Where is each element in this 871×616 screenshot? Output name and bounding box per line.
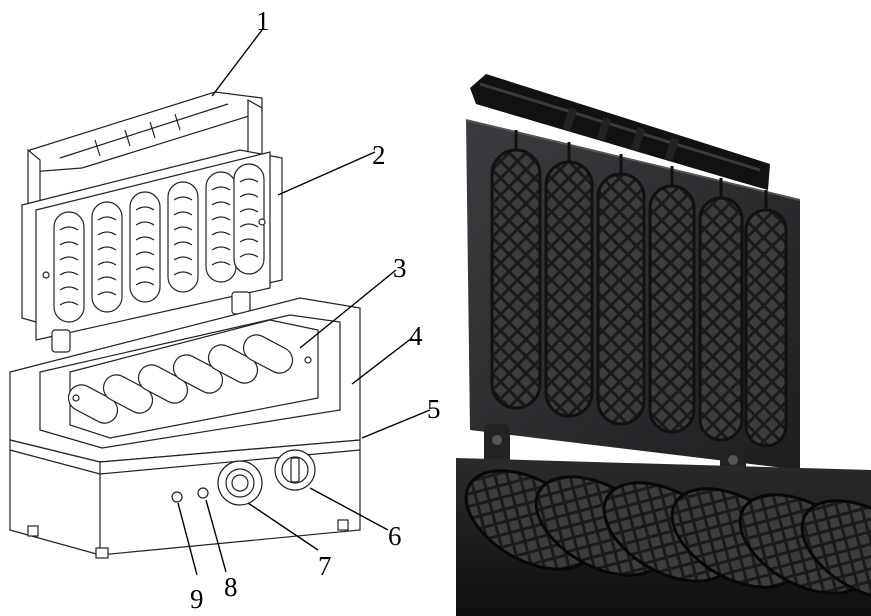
indicator-light-8 [197, 487, 209, 499]
callout-3: 3 [393, 253, 407, 283]
callout-2: 2 [372, 140, 386, 170]
lower-molds [67, 334, 294, 424]
callout-7: 7 [318, 551, 332, 581]
upper-molds [53, 163, 265, 323]
product-photo [456, 0, 871, 616]
lower-plate [67, 319, 319, 439]
base-housing [9, 439, 361, 559]
photo-lower-molds [464, 469, 871, 601]
line-drawing: 1 2 3 4 5 6 7 8 9 [9, 6, 441, 614]
indicator-light-9 [171, 491, 183, 503]
callout-1: 1 [256, 6, 270, 36]
photo-upper-molds [490, 148, 788, 448]
callout-labels: 1 2 3 4 5 6 7 8 9 [190, 6, 441, 614]
callout-4: 4 [409, 321, 423, 351]
timer-knob-7 [217, 460, 263, 506]
photo-upper-plate [465, 119, 801, 470]
hinges [51, 291, 251, 353]
controls [171, 449, 316, 506]
callout-8: 8 [224, 572, 238, 602]
leader-lines [177, 29, 431, 576]
photo-handle [470, 74, 770, 190]
thermostat-knob-6 [274, 449, 316, 491]
upper-plate [21, 149, 283, 341]
callout-9: 9 [190, 584, 204, 614]
photo-lower-plate [456, 458, 871, 616]
callout-6: 6 [388, 521, 402, 551]
callout-5: 5 [427, 394, 441, 424]
